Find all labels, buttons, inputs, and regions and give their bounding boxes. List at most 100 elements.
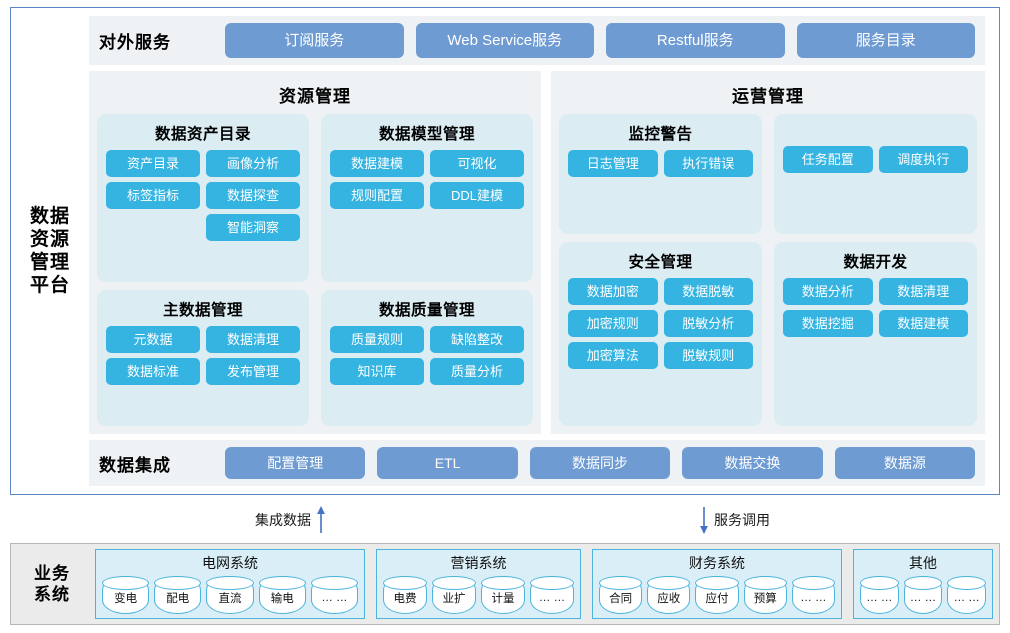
- arrow-up-icon: [317, 506, 325, 533]
- pill-quality-analysis[interactable]: 质量分析: [430, 358, 524, 385]
- database-cylinder-icon[interactable]: 电费: [383, 575, 427, 614]
- external-service-button-restful[interactable]: Restful服务: [606, 23, 785, 58]
- pill-data-modeling[interactable]: 数据建模: [330, 150, 424, 177]
- database-cylinder-icon[interactable]: 应付: [695, 575, 739, 614]
- pill-metadata[interactable]: 元数据: [106, 326, 200, 353]
- pill-ddl-modeling[interactable]: DDL建模: [430, 182, 524, 209]
- database-cylinder-icon[interactable]: … …: [530, 575, 574, 614]
- card-master-data-management[interactable]: 主数据管理 元数据 数据清理 数据标准 发布管理: [97, 290, 309, 426]
- pill-data-analysis[interactable]: 数据分析: [783, 278, 873, 305]
- external-service-button-subscription[interactable]: 订阅服务: [225, 23, 404, 58]
- database-cylinder-icon[interactable]: … …: [791, 575, 836, 614]
- integration-button-data-exchange[interactable]: 数据交换: [682, 447, 823, 479]
- business-group-title: 营销系统: [450, 555, 507, 571]
- pill-data-exploration[interactable]: 数据探查: [206, 182, 300, 209]
- database-cylinder-icon[interactable]: 直流: [206, 575, 254, 614]
- pill-portrait-analysis[interactable]: 画像分析: [206, 150, 300, 177]
- operation-management-card-grid: 监控警告 日志管理 执行错误 任务配置 调度执行: [559, 114, 977, 426]
- external-service-button-webservice[interactable]: Web Service服务: [415, 23, 594, 58]
- database-cylinder-icon[interactable]: 预算: [743, 575, 788, 614]
- card-data-development[interactable]: 数据开发 数据分析 数据清理 数据挖掘 数据建模: [774, 242, 977, 426]
- card-monitoring-alert[interactable]: 监控警告 日志管理 执行错误: [559, 114, 762, 234]
- connector-integrate-data: 集成数据: [255, 506, 327, 534]
- pill-data-cleaning[interactable]: 数据清理: [206, 326, 300, 353]
- card-data-model-management[interactable]: 数据模型管理 数据建模 可视化 规则配置 DDL建模: [321, 114, 533, 282]
- pill-asset-catalog[interactable]: 资产目录: [106, 150, 200, 177]
- database-cylinder-icon[interactable]: … …: [903, 575, 943, 614]
- database-label: 电费: [393, 593, 417, 605]
- database-cylinder-icon[interactable]: 计量: [481, 575, 525, 614]
- pill-data-modeling-dev[interactable]: 数据建模: [878, 310, 968, 337]
- card-pill-group: 任务配置 调度执行: [783, 146, 968, 173]
- integration-button-data-sync[interactable]: 数据同步: [529, 447, 671, 479]
- database-cylinder-icon[interactable]: … …: [860, 575, 899, 614]
- card-pill-group: 质量规则 缺陷整改 知识库 质量分析: [330, 326, 524, 385]
- data-integration-buttons: 配置管理 ETL 数据同步 数据交换 数据源: [225, 447, 976, 479]
- pill-data-masking[interactable]: 数据脱敏: [663, 278, 753, 305]
- card-task-scheduling[interactable]: 任务配置 调度执行: [774, 114, 977, 234]
- pill-release-management[interactable]: 发布管理: [206, 358, 300, 385]
- business-group-finance-system[interactable]: 财务系统 合同 应收 应付 预算 … …: [592, 549, 842, 619]
- database-cylinder-icon[interactable]: … …: [310, 575, 359, 614]
- connector-integrate-data-label: 集成数据: [255, 512, 311, 528]
- card-title: 数据模型管理: [378, 126, 475, 143]
- business-group-marketing-system[interactable]: 营销系统 电费 业扩 计量 … …: [376, 549, 581, 619]
- pill-visualization[interactable]: 可视化: [430, 150, 524, 177]
- database-label: … …: [538, 592, 566, 604]
- pill-data-cleaning-dev[interactable]: 数据清理: [878, 278, 968, 305]
- platform-title-line: 资源: [29, 228, 70, 250]
- pill-log-management[interactable]: 日志管理: [568, 150, 658, 177]
- database-cylinder-icon[interactable]: 应收: [647, 575, 691, 614]
- business-group-other-system[interactable]: 其他 … … … … … …: [853, 549, 993, 619]
- integration-button-config-management[interactable]: 配置管理: [225, 447, 366, 479]
- data-integration-row: 数据集成 配置管理 ETL 数据同步 数据交换 数据源: [89, 440, 985, 486]
- database-cylinder-icon[interactable]: 业扩: [432, 575, 476, 614]
- pill-smart-insight[interactable]: 智能洞察: [206, 214, 300, 241]
- pill-encryption-algorithm[interactable]: 加密算法: [568, 342, 658, 369]
- database-cylinder-row: … … … … … …: [860, 575, 987, 614]
- card-data-asset-catalog[interactable]: 数据资产目录 资产目录 画像分析 标签指标 数据探查 智能洞察: [97, 114, 309, 282]
- database-label: 变电: [114, 593, 138, 605]
- pill-tag-indicator[interactable]: 标签指标: [106, 182, 200, 209]
- panel-operation-management: 运营管理 监控警告 日志管理 执行错误 任务配置 调度执行: [551, 71, 985, 434]
- platform-title-line: 数据: [29, 205, 70, 227]
- database-label: 预算: [753, 593, 777, 605]
- card-title: 主数据管理: [162, 302, 243, 319]
- pill-rule-config[interactable]: 规则配置: [330, 182, 424, 209]
- pill-task-config[interactable]: 任务配置: [783, 146, 873, 173]
- business-systems-title-line: 系统: [34, 585, 70, 604]
- database-label: … …: [321, 592, 348, 604]
- platform-title-line: 管理: [29, 252, 70, 273]
- panel-operation-management-title: 运营管理: [732, 87, 804, 106]
- database-cylinder-row: 电费 业扩 计量 … …: [383, 575, 574, 614]
- database-cylinder-icon[interactable]: 配电: [154, 575, 202, 614]
- pill-quality-rule[interactable]: 质量规则: [330, 326, 424, 353]
- pill-data-standard[interactable]: 数据标准: [106, 358, 200, 385]
- card-title: 监控警告: [628, 126, 693, 143]
- card-pill-group: 数据建模 可视化 规则配置 DDL建模: [330, 150, 524, 209]
- platform-title: 数据 资源 管理 平台: [11, 8, 89, 494]
- card-title: 安全管理: [628, 254, 693, 271]
- pill-masking-rule[interactable]: 脱敏规则: [663, 342, 753, 369]
- business-group-grid-system[interactable]: 电网系统 变电 配电 直流 输电 … …: [95, 549, 365, 619]
- card-data-quality-management[interactable]: 数据质量管理 质量规则 缺陷整改 知识库 质量分析: [321, 290, 533, 426]
- pill-encryption-rule[interactable]: 加密规则: [568, 310, 658, 337]
- business-systems-groups: 电网系统 变电 配电 直流 输电 … … 营销系统 电费 业扩 计量 … … 财…: [95, 549, 993, 619]
- database-cylinder-icon[interactable]: … …: [947, 575, 987, 614]
- pill-masking-analysis[interactable]: 脱敏分析: [663, 310, 753, 337]
- database-cylinder-icon[interactable]: 合同: [599, 575, 643, 614]
- pill-data-mining[interactable]: 数据挖掘: [783, 310, 873, 337]
- pill-schedule-execution[interactable]: 调度执行: [878, 146, 968, 173]
- external-service-button-catalog[interactable]: 服务目录: [796, 23, 975, 58]
- pill-defect-rectification[interactable]: 缺陷整改: [430, 326, 524, 353]
- card-pill-group: 数据分析 数据清理 数据挖掘 数据建模: [783, 278, 968, 337]
- pill-data-encryption[interactable]: 数据加密: [568, 278, 658, 305]
- card-security-management[interactable]: 安全管理 数据加密 数据脱敏 加密规则 脱敏分析 加密算法 脱敏规则: [559, 242, 762, 426]
- card-pill-group: 元数据 数据清理 数据标准 发布管理: [106, 326, 300, 385]
- database-cylinder-icon[interactable]: 变电: [102, 575, 150, 614]
- pill-execution-error[interactable]: 执行错误: [663, 150, 753, 177]
- pill-knowledge-base[interactable]: 知识库: [330, 358, 424, 385]
- integration-button-data-source[interactable]: 数据源: [834, 447, 976, 479]
- integration-button-etl[interactable]: ETL: [377, 447, 518, 479]
- database-cylinder-icon[interactable]: 输电: [258, 575, 307, 614]
